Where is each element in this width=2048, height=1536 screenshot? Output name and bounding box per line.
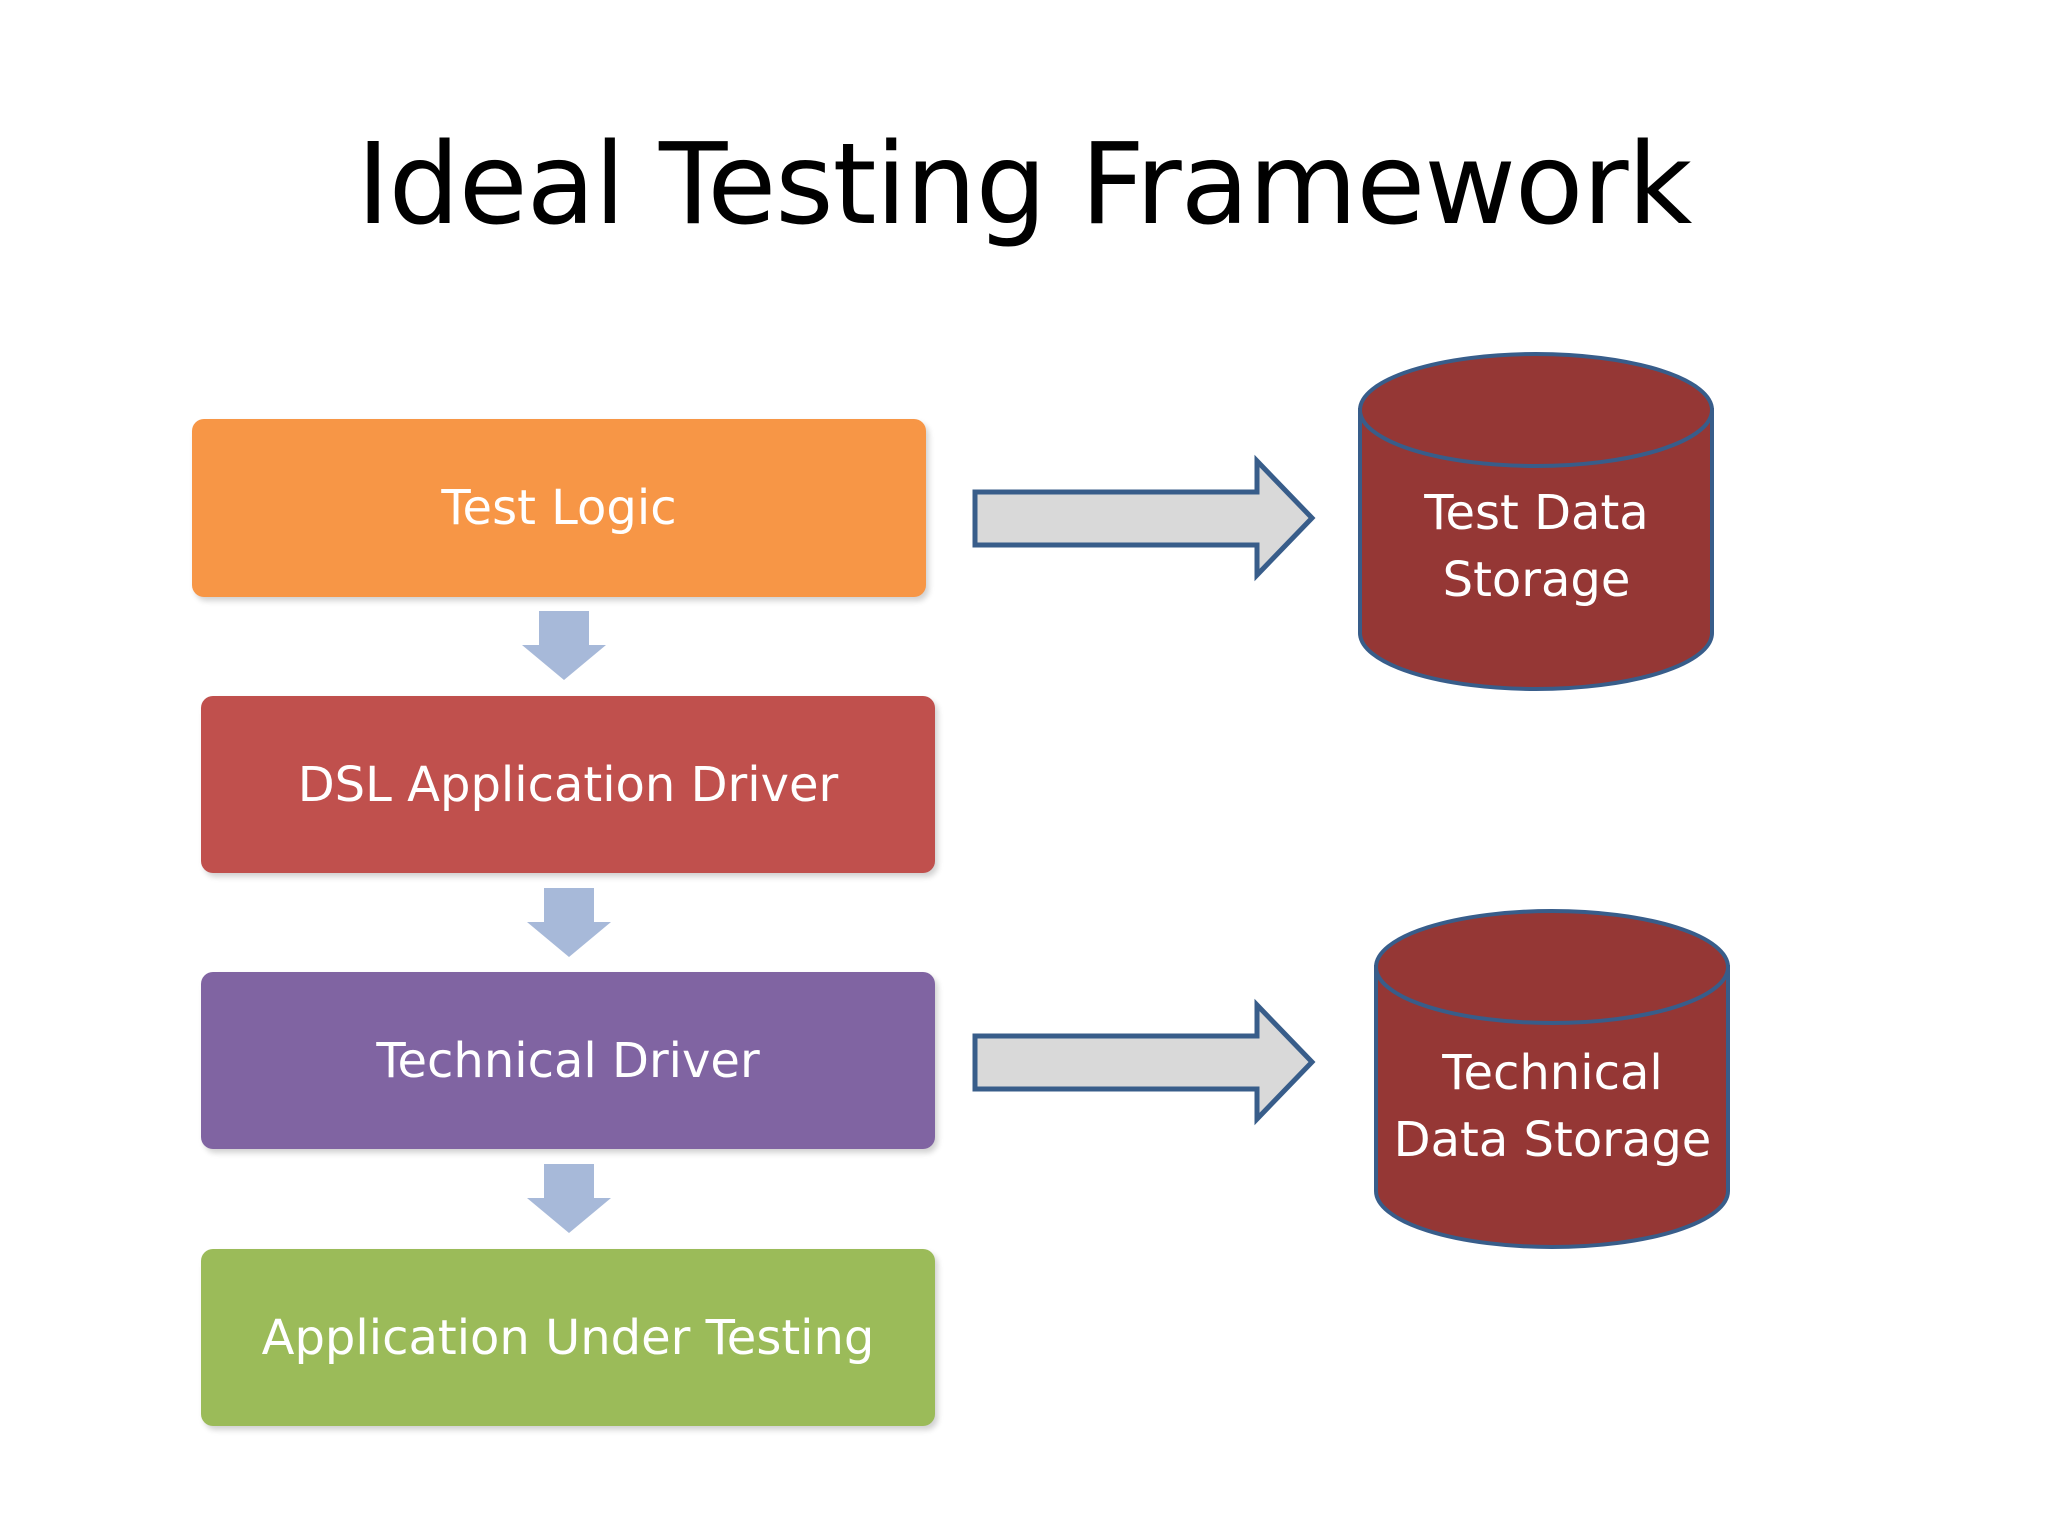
block-arrow-to-technical-data (972, 998, 1316, 1126)
test-data-storage-label: Test Data Storage (1360, 480, 1713, 614)
technical-data-storage-line-2: Data Storage (1393, 1112, 1712, 1169)
dsl-application-driver-box: DSL Application Driver (201, 696, 935, 873)
down-arrow-2 (527, 888, 611, 957)
down-arrow-3 (527, 1164, 611, 1233)
technical-data-storage-label: Technical Data Storage (1376, 1040, 1729, 1174)
application-under-testing-box: Application Under Testing (201, 1249, 935, 1426)
technical-data-storage-cylinder (1374, 909, 1730, 1249)
technical-driver-box: Technical Driver (201, 972, 935, 1149)
test-data-storage-line-2: Storage (1442, 552, 1631, 609)
test-logic-box: Test Logic (192, 419, 926, 597)
technical-data-storage-line-1: Technical (1442, 1045, 1663, 1101)
test-data-storage-cylinder (1358, 352, 1714, 691)
down-arrow-1 (522, 611, 606, 680)
test-data-storage-line-1: Test Data (1424, 485, 1649, 541)
block-arrow-to-test-data (972, 454, 1316, 582)
slide-title: Ideal Testing Framework (356, 120, 1693, 250)
